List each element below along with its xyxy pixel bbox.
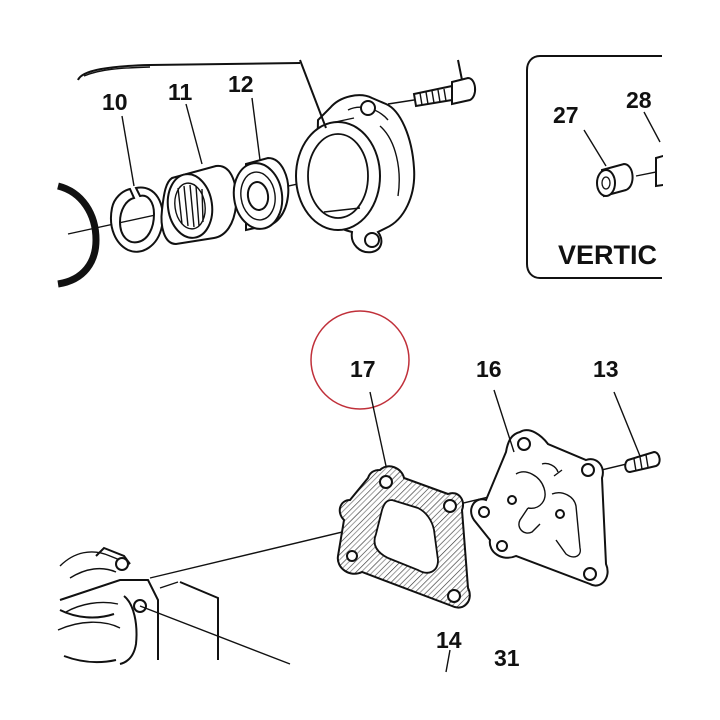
spacer-part-27 xyxy=(596,162,634,198)
leader-12 xyxy=(251,97,261,161)
seal-ring xyxy=(56,182,100,288)
leader-10 xyxy=(121,115,135,187)
top-assembly: 10 11 12 xyxy=(56,59,476,288)
top-bolt xyxy=(387,59,476,108)
needle-bearing-part-11 xyxy=(160,164,238,246)
callout-28: 28 xyxy=(626,87,652,113)
highlight-circle xyxy=(310,310,410,410)
callout-12: 12 xyxy=(228,71,254,97)
leader-27 xyxy=(583,129,607,167)
callout-17: 17 xyxy=(350,356,376,382)
inset-label: VERTIC xyxy=(558,240,657,270)
leader-16 xyxy=(493,389,515,453)
leader-13 xyxy=(613,391,641,457)
circlip-part-10 xyxy=(110,186,164,253)
callout-14: 14 xyxy=(436,627,462,653)
housing-top-edge xyxy=(77,62,301,81)
stud-bolt-part-13 xyxy=(624,450,661,474)
inset-border xyxy=(526,55,662,279)
callout-10: 10 xyxy=(102,89,128,115)
gasket-part-17 xyxy=(336,465,471,609)
leader-14 xyxy=(445,649,451,673)
leader-28 xyxy=(643,111,661,143)
callout-13: 13 xyxy=(593,356,619,382)
bottom-assembly: 16 13 17 14 31 xyxy=(57,310,661,673)
leader-17 xyxy=(369,391,387,467)
callout-31: 31 xyxy=(494,645,520,671)
callout-11: 11 xyxy=(168,79,193,105)
bearing-flange-housing xyxy=(295,59,416,254)
vertical-inset-panel: 27 28 VERTIC xyxy=(526,55,663,279)
callout-27: 27 xyxy=(553,102,579,128)
leader-11 xyxy=(185,103,203,165)
cover-plate-part-16 xyxy=(470,429,609,587)
callout-16: 16 xyxy=(476,356,502,382)
ball-bearing-part-12 xyxy=(232,156,290,232)
gearbox-housing xyxy=(57,546,291,665)
